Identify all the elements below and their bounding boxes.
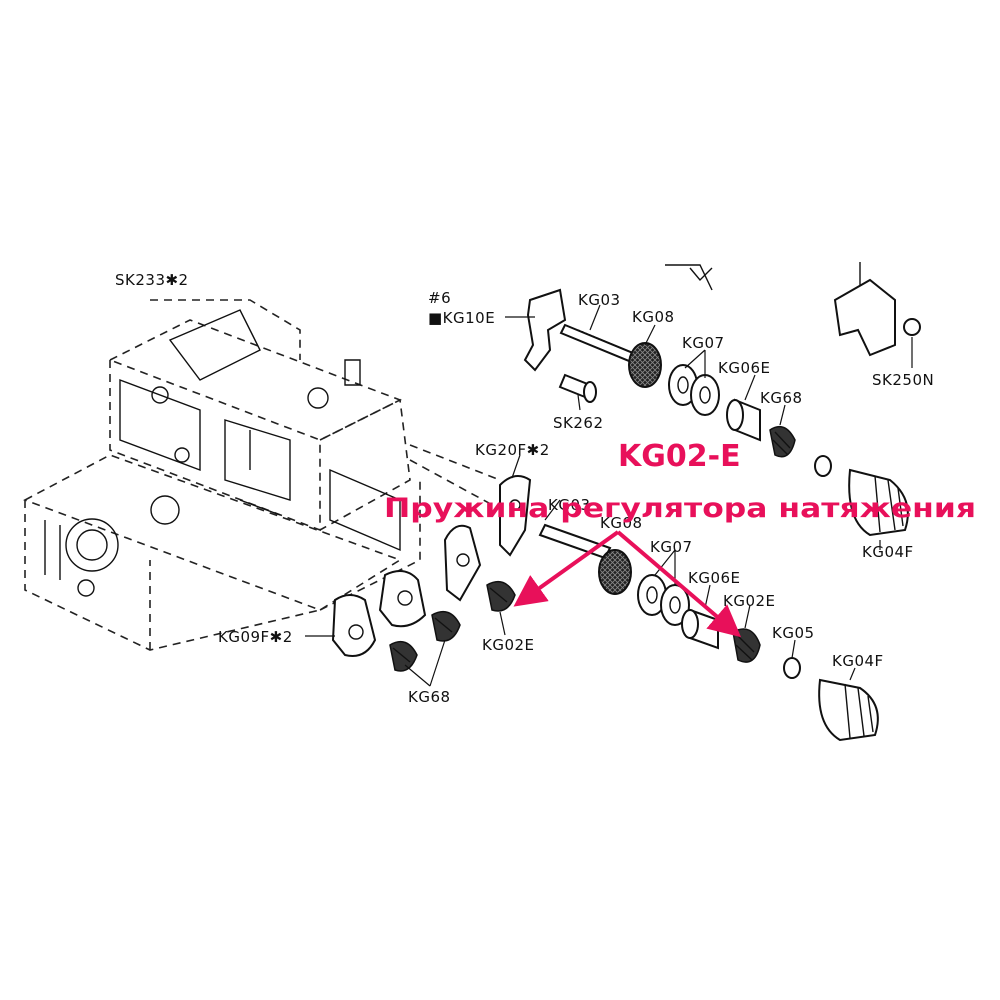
label-kg02e-right: KG02E (723, 592, 776, 610)
label-kg07-mid: KG07 (650, 538, 693, 556)
kg06e-sleeve-mid (681, 608, 719, 650)
highlight-subtitle: Пружина регулятора натяжения (384, 493, 976, 524)
machine-body-housing (23, 299, 521, 651)
kg05-ring-top (814, 455, 832, 477)
kg02e-spring-right (732, 628, 761, 663)
kg68-spring-bottom-2 (431, 610, 461, 642)
kg05-ring (783, 657, 801, 679)
label-kg06e-top: KG06E (718, 359, 771, 377)
highlight-arrows (513, 530, 742, 638)
label-kg03-mid: KG03 (548, 496, 591, 514)
kg08-felt-disc (628, 342, 662, 388)
kg02e-spring-left (486, 580, 516, 612)
kg68-spring-top (769, 425, 796, 458)
arrow-to-kg02e-left (513, 530, 620, 607)
label-kg02e-left: KG02E (482, 636, 535, 654)
part-labels: SK233✱2 #6 ■KG10E KG03 KG08 KG07 KG06E K… (115, 271, 934, 706)
label-kg06e-mid: KG06E (688, 569, 741, 587)
label-sk262: SK262 (553, 414, 604, 432)
label-kg08-top: KG08 (632, 308, 675, 326)
label-kg10e: ■KG10E (428, 309, 495, 327)
kg06e-sleeve (726, 398, 761, 442)
middle-assembly (443, 475, 879, 742)
label-kg09f: KG09F✱2 (218, 628, 293, 646)
highlight-title: KG02-E (618, 439, 741, 474)
label-sk250n: SK250N (872, 371, 934, 389)
lower-left-parts (331, 570, 516, 672)
kg08-felt-disc-mid (598, 549, 632, 595)
kg20f-guide-1 (499, 475, 532, 557)
label-kg04f-bottom: KG04F (832, 652, 884, 670)
label-kg68-top: KG68 (760, 389, 803, 407)
arrow-to-kg02e-right (616, 530, 742, 638)
kg07-disc-2 (690, 374, 720, 416)
label-sk233: SK233✱2 (115, 271, 189, 289)
kg10e-bracket (523, 288, 567, 372)
label-kg08-mid: KG08 (600, 514, 643, 532)
highlight-text: KG02-E Пружина регулятора натяжения (384, 439, 976, 524)
label-kg07-top: KG07 (682, 334, 725, 352)
kg04f-knob-bottom (818, 678, 879, 742)
label-hash6: #6 (428, 289, 451, 307)
kg09f-plate-2 (378, 570, 427, 628)
kg04f-knob-top (848, 468, 909, 537)
label-kg20f: KG20F✱2 (475, 441, 550, 459)
label-kg03-top: KG03 (578, 291, 621, 309)
sk250n-bracket (833, 262, 921, 357)
label-kg04f-top: KG04F (862, 543, 914, 561)
kg68-spring-bottom-1 (389, 640, 418, 672)
sk262-screw (558, 373, 597, 403)
top-assembly (523, 262, 921, 537)
partial-part-top (665, 264, 713, 291)
label-kg05: KG05 (772, 624, 815, 642)
label-kg68-bottom: KG68 (408, 688, 451, 706)
kg20f-guide-2 (443, 524, 482, 602)
